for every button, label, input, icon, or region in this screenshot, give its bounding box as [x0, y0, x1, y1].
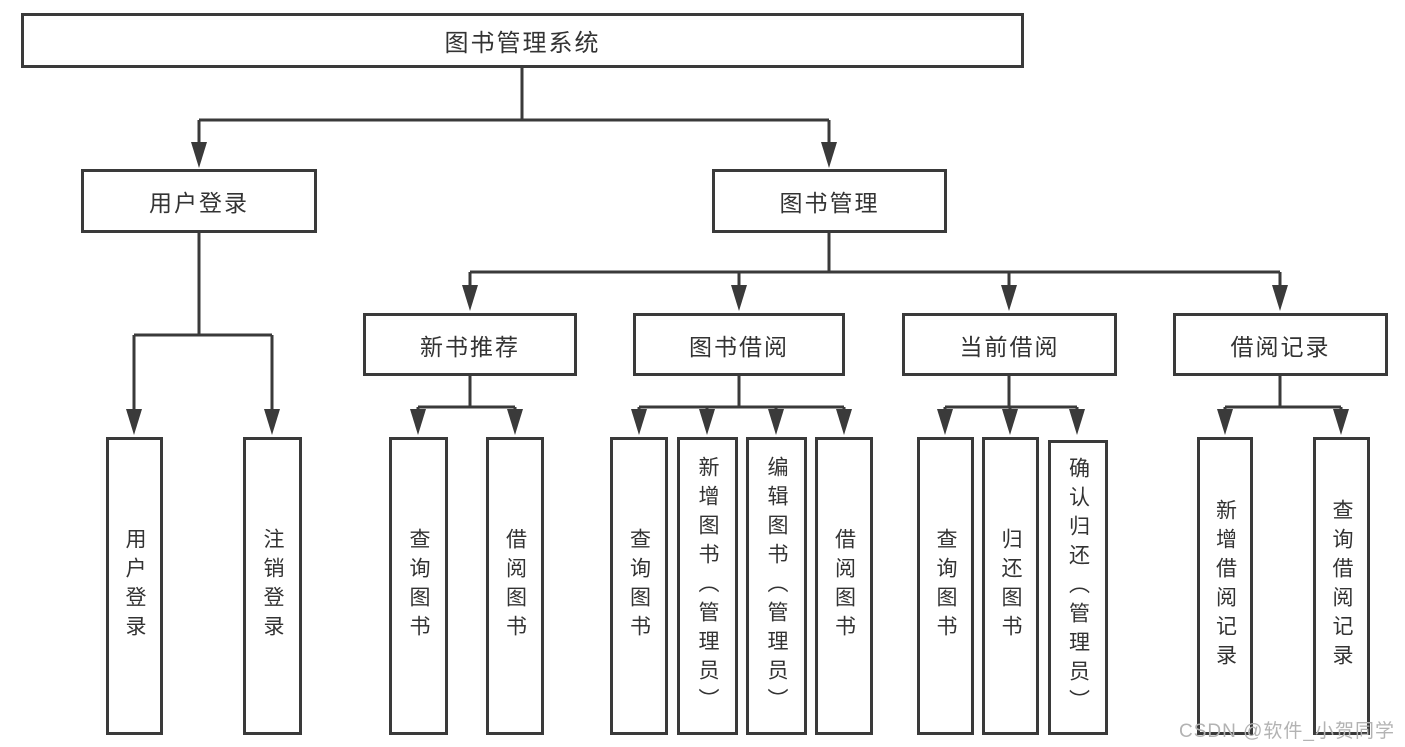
node-borrow-records: 借阅记录 [1173, 313, 1388, 376]
node-label: 图书借阅 [689, 333, 789, 360]
node-current-borrow: 当前借阅 [902, 313, 1117, 376]
node-label: 借阅图书 [503, 528, 527, 644]
node-label: 注销登录 [261, 528, 284, 644]
node-label: 确认归还（管理员） [1066, 457, 1090, 718]
leaf-logout-login: 注销登录 [243, 437, 302, 735]
node-book-borrow: 图书借阅 [633, 313, 845, 376]
leaf-borrow-books: 借阅图书 [815, 437, 873, 735]
leaf-query-books-borrow: 查询图书 [610, 437, 668, 735]
edge-book-borrow-to-leaves [637, 376, 846, 420]
leaf-add-books-admin: 新增图书（管理员） [677, 437, 738, 735]
leaf-user-login: 用户登录 [106, 437, 163, 735]
edge-borrow-records-to-leaves [1223, 376, 1343, 420]
watermark: CSDN @软件_小贺同学 [1179, 721, 1395, 742]
leaf-confirm-return-admin: 确认归还（管理员） [1048, 440, 1108, 735]
node-user-login: 用户登录 [81, 169, 317, 233]
leaf-return-books: 归还图书 [982, 437, 1039, 735]
edge-new-book-recommend-to-leaves [416, 376, 517, 420]
node-label: 借阅记录 [1230, 333, 1331, 360]
node-label: 编辑图书（管理员） [765, 455, 788, 717]
node-label: 用户登录 [123, 528, 146, 644]
edge-user-login-to-leaves [132, 233, 274, 420]
node-label: 新增图书（管理员） [696, 455, 719, 717]
node-label: 查询图书 [934, 528, 957, 644]
node-label: 查询图书 [407, 528, 430, 644]
node-label: 归还图书 [999, 528, 1022, 644]
node-label: 新增借阅记录 [1213, 499, 1237, 673]
node-label: 当前借阅 [959, 333, 1060, 360]
node-new-book-recommend: 新书推荐 [363, 313, 577, 376]
edge-book-management-to-level3 [468, 233, 1282, 296]
node-label: 查询借阅记录 [1330, 499, 1353, 673]
leaf-edit-books-admin: 编辑图书（管理员） [746, 437, 807, 735]
leaf-borrow-books-recommend: 借阅图书 [486, 437, 544, 735]
edge-current-borrow-to-leaves [943, 376, 1079, 420]
node-book-management: 图书管理 [712, 169, 947, 233]
node-label: 图书管理系统 [444, 30, 601, 57]
leaf-query-borrow-record: 查询借阅记录 [1313, 437, 1370, 735]
leaf-add-borrow-record: 新增借阅记录 [1197, 437, 1253, 735]
node-label: 图书管理 [779, 190, 880, 216]
node-label: 查询图书 [627, 528, 651, 644]
node-label: 新书推荐 [420, 333, 520, 360]
node-book-management-system: 图书管理系统 [21, 13, 1024, 68]
leaf-query-books-current: 查询图书 [917, 437, 974, 735]
leaf-query-books-recommend: 查询图书 [389, 437, 448, 735]
node-label: 用户登录 [149, 190, 249, 216]
node-label: 借阅图书 [832, 528, 856, 644]
edge-root-to-level2 [197, 68, 831, 153]
